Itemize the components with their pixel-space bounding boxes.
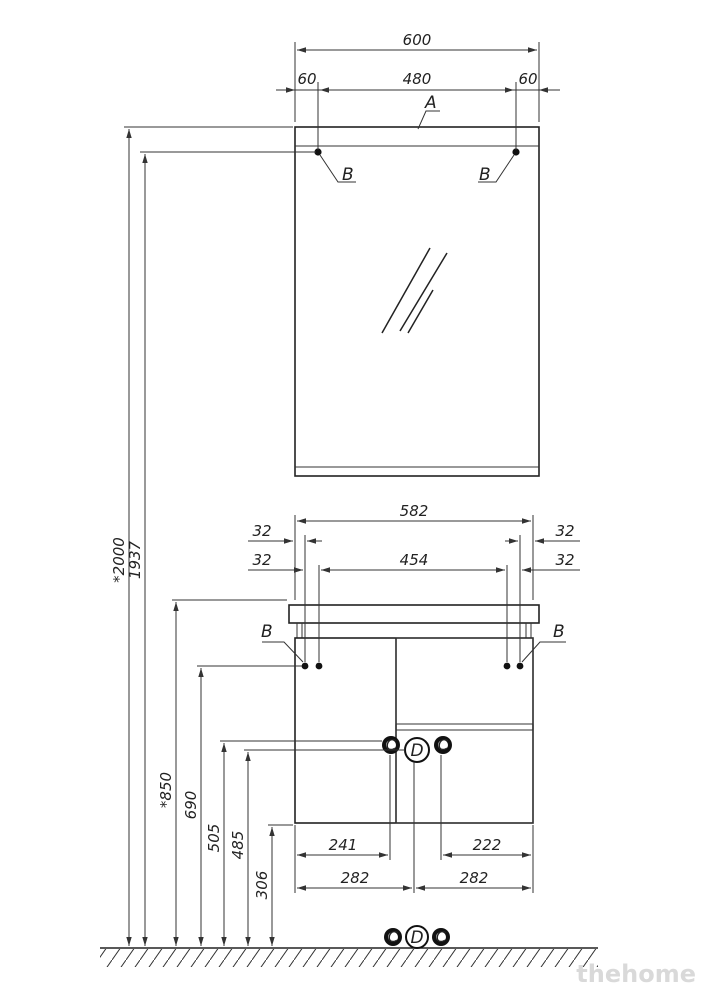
legend-d-icon: D (405, 925, 429, 949)
svg-text:C: C (438, 736, 449, 754)
cabinet-drawer-upper (395, 637, 534, 725)
mirror-label-b-right: B (479, 165, 491, 185)
mirror-leader-a (417, 110, 440, 130)
dim-mirror-left-offset: 60 (297, 70, 316, 88)
dim-mirror-width: 600 (403, 31, 432, 49)
mirror-group: B B A 600 60 480 60 (276, 31, 560, 477)
dim-half-left: 282 (341, 869, 370, 887)
watermark: thehome (576, 960, 696, 988)
dim-left-to-d: 241 (329, 836, 358, 854)
svg-text:D: D (410, 928, 423, 948)
dim-total-height: *2000 (110, 537, 128, 583)
cabinet-mount-point-r1 (503, 662, 511, 670)
floor (100, 947, 598, 967)
dim-mirror-center-span: 480 (403, 70, 432, 88)
dim-mirror-mount-height: 1937 (126, 540, 144, 579)
height-dimensions: *2000 1937 *850 690 505 485 306 (110, 126, 405, 946)
dim-d-to-right: 222 (473, 836, 502, 854)
svg-text:C: C (388, 928, 399, 946)
mirror-leader-b-left (319, 154, 356, 183)
svg-text:C: C (436, 928, 447, 946)
legend-c-right-icon: C (432, 928, 450, 946)
basin-lip (296, 623, 532, 639)
svg-text:C: C (386, 736, 397, 754)
dim-cabinet-right-inner-offset: 32 (555, 551, 574, 569)
cabinet-mount-point-l1 (301, 662, 309, 670)
connector-c-left-icon: C (382, 736, 400, 754)
svg-text:D: D (410, 741, 423, 761)
dim-outlet-d-height: 485 (229, 831, 247, 860)
dim-cabinet-right-outer-offset: 32 (555, 522, 574, 540)
cabinet-drawer-lower (395, 729, 534, 824)
mirror-mount-point-right (512, 148, 520, 156)
dim-cabinet-left-outer-offset: 32 (252, 522, 271, 540)
dim-cabinet-bottom-height: 306 (253, 871, 271, 900)
dim-mount-points-height: 690 (182, 791, 200, 820)
cabinet-label-b-left: B (261, 622, 273, 642)
legend-c-left-icon: C (384, 928, 402, 946)
dim-cabinet-top-height: *850 (157, 772, 175, 808)
mirror-label-a: A (424, 93, 437, 113)
mirror-label-b-left: B (342, 165, 354, 185)
connector-legend: C D C (384, 925, 450, 949)
dim-half-right: 282 (460, 869, 489, 887)
mirror-glare-icon (381, 247, 448, 334)
cabinet-label-b-right: B (553, 622, 565, 642)
mirror-leader-b-right (478, 154, 515, 183)
dim-outlet-c-height: 505 (205, 824, 223, 853)
mirror-mount-point-left (314, 148, 322, 156)
connector-c-right-icon: C (434, 736, 452, 754)
connector-d-center-icon: D (404, 737, 430, 763)
dim-mirror-right-offset: 60 (518, 70, 537, 88)
cabinet-mount-point-l2 (315, 662, 323, 670)
mirror-frame (294, 126, 540, 477)
cabinet-mount-point-r2 (516, 662, 524, 670)
dim-cabinet-outer-width: 582 (400, 502, 429, 520)
cabinet-group: B B C D C 582 32 32 (248, 502, 580, 893)
basin-top (288, 604, 540, 624)
dim-cabinet-inner-width: 454 (400, 551, 429, 569)
dim-cabinet-left-inner-offset: 32 (252, 551, 271, 569)
